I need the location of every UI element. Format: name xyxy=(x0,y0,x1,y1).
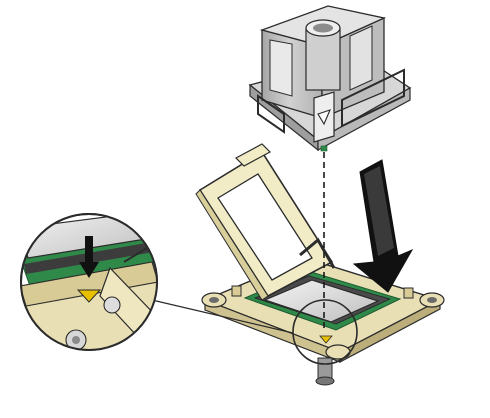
detail-callout xyxy=(151,299,358,365)
socket-clip-a xyxy=(231,285,242,297)
standoff-foot xyxy=(315,376,335,386)
lens-screw-b-hole xyxy=(72,336,80,344)
mount-hole-left xyxy=(209,297,219,303)
lens-screw-a xyxy=(103,296,121,314)
tool-handle-right xyxy=(341,68,405,128)
pin-1-triangle-marker-small xyxy=(319,335,333,344)
insertion-arrow-highlight xyxy=(364,166,394,256)
tool-fin-left xyxy=(269,39,293,97)
tool-fin-right xyxy=(349,25,373,91)
lens-arrow-head xyxy=(79,262,99,278)
load-lever xyxy=(299,237,336,269)
detail-magnifier xyxy=(20,213,158,351)
alignment-triangle-marker xyxy=(317,109,331,126)
socket-load-lid xyxy=(195,143,336,301)
tool-cylinder-hole xyxy=(313,23,333,33)
tool-green-mark xyxy=(320,145,328,152)
mount-hole-right xyxy=(427,297,437,303)
pin-1-triangle-marker xyxy=(76,289,102,303)
lens-arrow-shaft xyxy=(85,236,93,264)
tool-cylinder xyxy=(305,27,341,91)
callout-leader-line xyxy=(151,299,294,334)
cpu-socket xyxy=(201,257,445,386)
mount-ear-front xyxy=(325,344,351,360)
lid-window xyxy=(217,173,313,281)
socket-clip-b xyxy=(403,287,414,299)
detail-target-circle xyxy=(292,299,358,365)
lid-thickness xyxy=(195,189,269,301)
tool-handle-left xyxy=(257,94,285,134)
lid-tab xyxy=(235,143,271,167)
cpu-removal-tool xyxy=(248,5,412,152)
